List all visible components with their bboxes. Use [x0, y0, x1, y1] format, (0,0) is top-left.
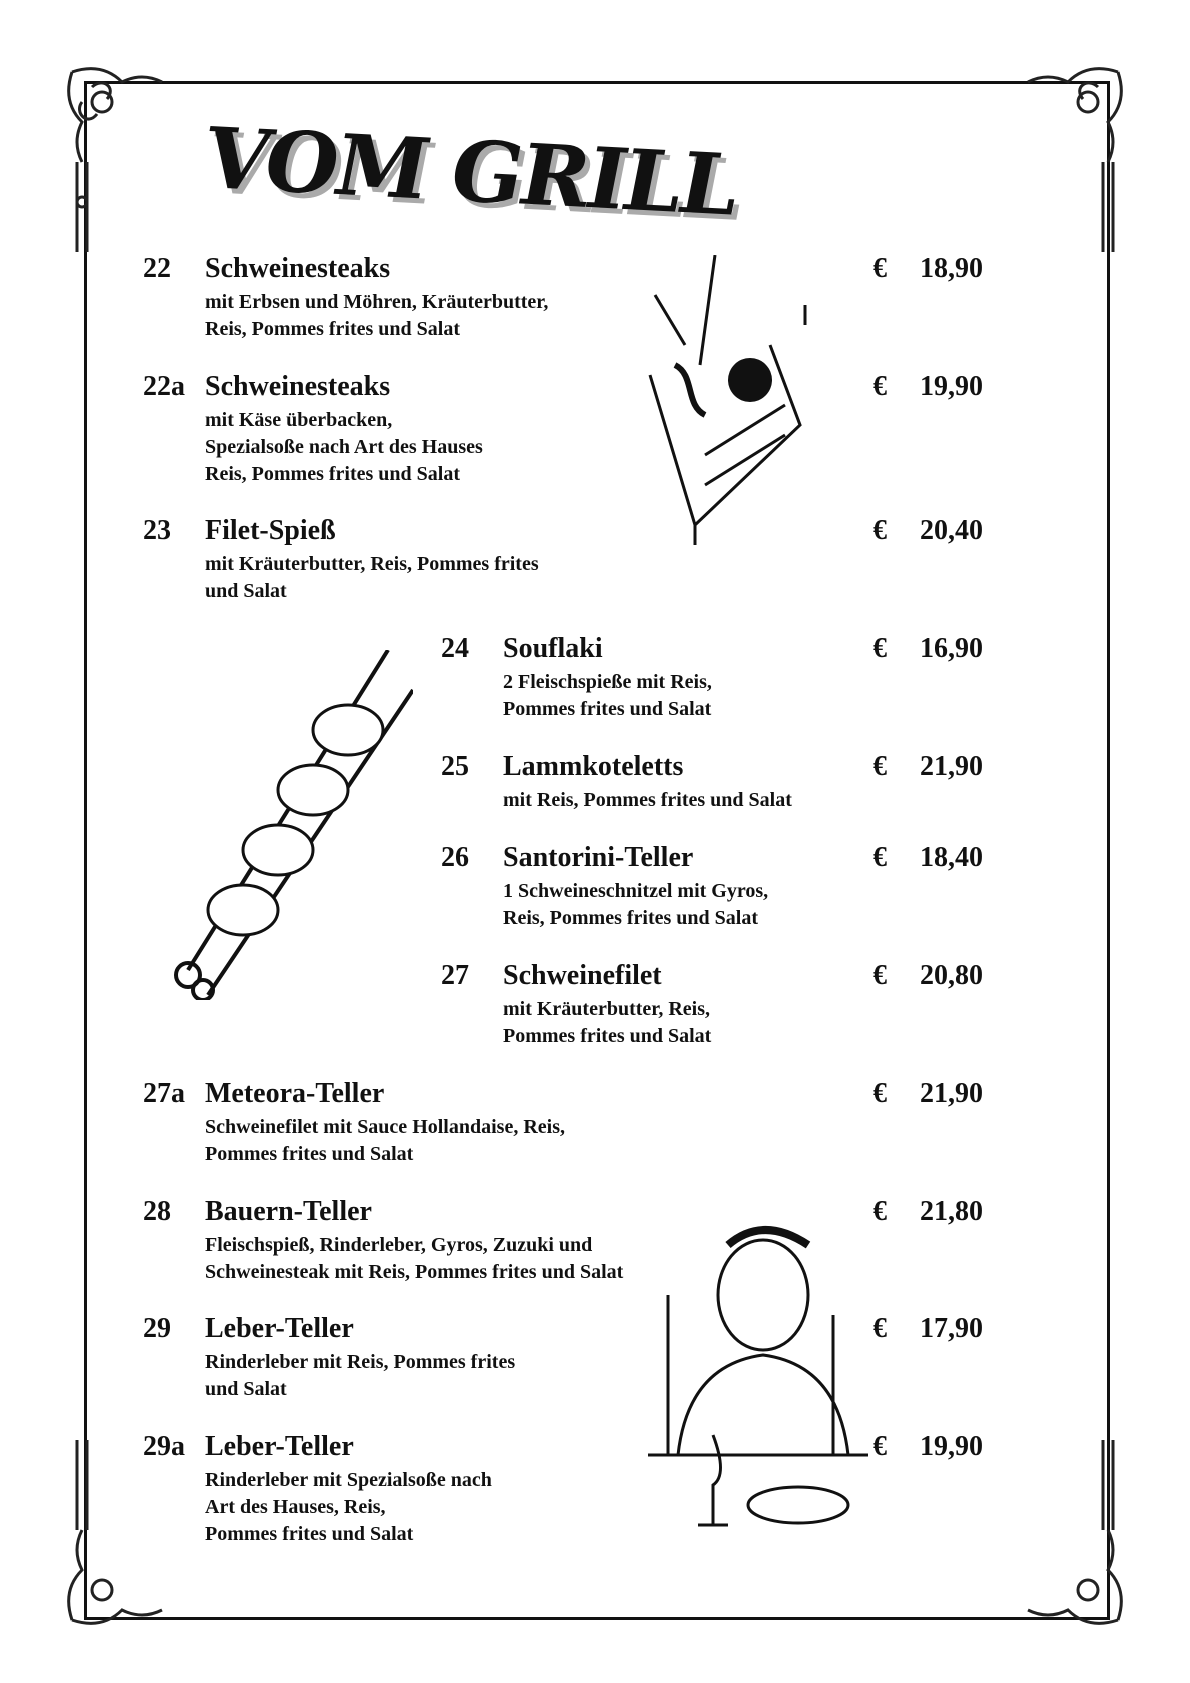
item-name: Leber-Teller	[205, 1313, 354, 1344]
item-name: Filet-Spieß	[205, 515, 336, 546]
item-description: Rinderleber mit Reis, Pommes frites und S…	[205, 1349, 515, 1403]
item-number: 27a	[143, 1078, 185, 1109]
item-description: mit Erbsen und Möhren, Kräuterbutter, Rei…	[205, 289, 548, 343]
item-description-line: Pommes frites und Salat	[503, 698, 712, 720]
diner-man-illustration	[648, 1226, 868, 1527]
currency-symbol: €	[873, 751, 887, 782]
item-price: 18,40	[920, 842, 983, 873]
item-description-line: Reis, Pommes frites und Salat	[503, 907, 758, 929]
currency-symbol: €	[873, 842, 887, 873]
item-number: 27	[441, 960, 469, 991]
item-description-line: Pommes frites und Salat	[205, 1523, 414, 1545]
item-name: Lammkoteletts	[503, 751, 684, 782]
ornament-corner-top-right-icon	[1027, 67, 1123, 252]
item-name: Santorini-Teller	[503, 842, 694, 873]
item-number: 26	[441, 842, 469, 873]
item-name: Schweinesteaks	[205, 253, 391, 284]
item-description: mit Käse überbacken, Spezialsoße nach Art…	[205, 407, 483, 488]
item-description: mit Kräuterbutter, Reis, Pommes frites un…	[205, 551, 539, 605]
ornament-corner-top-left-icon	[67, 67, 163, 252]
item-name: Leber-Teller	[205, 1431, 354, 1462]
ornate-page-border	[84, 81, 1110, 1620]
item-description: 1 Schweineschnitzel mit Gyros, Reis, Pomm…	[503, 878, 768, 932]
item-name: Meteora-Teller	[205, 1078, 385, 1109]
item-name: Bauern-Teller	[205, 1196, 372, 1227]
currency-symbol: €	[873, 1078, 887, 1109]
item-description-line: Pommes frites und Salat	[503, 1025, 712, 1047]
currency-symbol: €	[873, 1431, 887, 1462]
item-description-line: 1 Schweineschnitzel mit Gyros,	[503, 880, 769, 902]
item-name: Schweinesteaks	[205, 371, 391, 402]
currency-symbol: €	[873, 633, 887, 664]
item-description: Fleischspieß, Rinderleber, Gyros, Zuzuki…	[205, 1232, 623, 1286]
item-price: 20,80	[920, 960, 983, 991]
item-number: 29a	[143, 1431, 185, 1462]
item-price: 19,90	[920, 1431, 983, 1462]
item-description-line: mit Kräuterbutter, Reis, Pommes frites	[205, 553, 539, 575]
item-price: 21,90	[920, 751, 983, 782]
item-price: 18,90	[920, 253, 983, 284]
item-description-line: und Salat	[205, 580, 287, 602]
item-price: 16,90	[920, 633, 983, 664]
item-price: 17,90	[920, 1313, 983, 1344]
item-number: 22	[143, 253, 171, 284]
item-description: mit Reis, Pommes frites und Salat	[503, 787, 792, 814]
item-description: mit Kräuterbutter, Reis, Pommes frites un…	[503, 996, 711, 1050]
item-description-line: Spezialsoße nach Art des Hauses	[205, 436, 483, 458]
item-number: 22a	[143, 371, 185, 402]
item-price: 21,80	[920, 1196, 983, 1227]
item-description-line: Schweinesteak mit Reis, Pommes frites un…	[205, 1261, 624, 1283]
item-number: 23	[143, 515, 171, 546]
ornament-corner-bottom-right-icon	[1027, 1440, 1123, 1625]
item-description-line: Schweinefilet mit Sauce Hollandaise, Rei…	[205, 1116, 565, 1138]
currency-symbol: €	[873, 253, 887, 284]
item-price: 21,90	[920, 1078, 983, 1109]
currency-symbol: €	[873, 960, 887, 991]
item-description-line: 2 Fleischspieße mit Reis,	[503, 671, 712, 693]
currency-symbol: €	[873, 515, 887, 546]
item-description-line: und Salat	[205, 1378, 287, 1400]
item-price: 20,40	[920, 515, 983, 546]
ornament-corner-bottom-left-icon	[67, 1440, 163, 1625]
item-number: 28	[143, 1196, 171, 1227]
item-description-line: Art des Hauses, Reis,	[205, 1496, 386, 1518]
grill-illustration	[648, 255, 807, 545]
item-description-line: Reis, Pommes frites und Salat	[205, 463, 460, 485]
item-number: 29	[143, 1313, 171, 1344]
item-description-line: Fleischspieß, Rinderleber, Gyros, Zuzuki…	[205, 1234, 593, 1256]
item-description-line: Rinderleber mit Spezialsoße nach	[205, 1469, 492, 1491]
currency-symbol: €	[873, 371, 887, 402]
item-number: 25	[441, 751, 469, 782]
skewers-illustration	[174, 650, 413, 1000]
item-description-line: mit Käse überbacken,	[205, 409, 393, 431]
item-description-line: mit Erbsen und Möhren, Kräuterbutter,	[205, 291, 549, 313]
item-description-line: Rinderleber mit Reis, Pommes frites	[205, 1351, 516, 1373]
item-name: Souflaki	[503, 633, 603, 664]
currency-symbol: €	[873, 1313, 887, 1344]
item-price: 19,90	[920, 371, 983, 402]
item-description-line: Reis, Pommes frites und Salat	[205, 318, 460, 340]
item-description-line: Pommes frites und Salat	[205, 1143, 414, 1165]
currency-symbol: €	[873, 1196, 887, 1227]
item-description: Schweinefilet mit Sauce Hollandaise, Rei…	[205, 1114, 565, 1168]
item-name: Schweinefilet	[503, 960, 662, 991]
item-number: 24	[441, 633, 469, 664]
item-description: 2 Fleischspieße mit Reis, Pommes frites u…	[503, 669, 712, 723]
item-description-line: mit Reis, Pommes frites und Salat	[503, 789, 792, 811]
item-description-line: mit Kräuterbutter, Reis,	[503, 998, 710, 1020]
